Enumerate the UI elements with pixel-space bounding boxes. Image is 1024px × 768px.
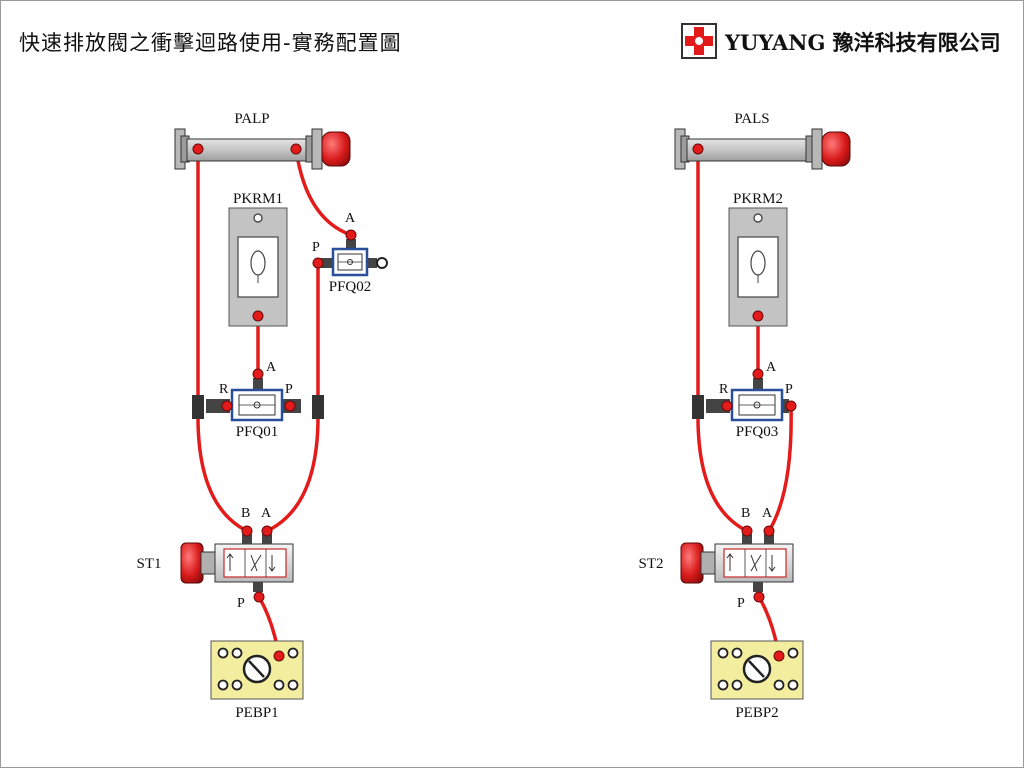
label-valve-pfq02: PFQ02 xyxy=(329,279,372,295)
regulator-plate-pebp2 xyxy=(710,640,804,700)
port-label-a: A xyxy=(261,506,272,521)
hand-valve-st2 xyxy=(680,534,794,592)
label-cylinder-pals: PALS xyxy=(734,111,769,127)
port-label-a: A xyxy=(345,211,356,226)
tube-left-tee-to-a xyxy=(265,411,320,533)
quick-exhaust-valve-pfq01 xyxy=(206,378,301,422)
port-label-a: A xyxy=(766,360,777,375)
left-circuit: PALP PKRM1 PFQ01 PFQ02 ST1 PEBP1 A R P B… xyxy=(136,111,388,721)
brand-name: YUYANG 豫洋科技有限公司 xyxy=(725,30,1001,55)
tube-right-tee-to-b xyxy=(696,411,749,533)
cylinder-pals xyxy=(674,128,851,170)
sensor-mount-pkrm1 xyxy=(228,207,288,327)
tee-fitting-right xyxy=(692,395,704,419)
port-label-r: R xyxy=(219,382,229,397)
port-label-a: A xyxy=(762,506,773,521)
port-label-a: A xyxy=(266,360,277,375)
tube-ports-left xyxy=(192,143,357,662)
port-label-b: B xyxy=(741,506,750,521)
label-cylinder-palp: PALP xyxy=(234,111,269,127)
cylinder-palp xyxy=(174,128,351,170)
port-label-r: R xyxy=(719,382,729,397)
page-title: 快速排放閥之衝擊迴路使用-實務配置圖 xyxy=(19,31,402,55)
port-label-b: B xyxy=(241,506,250,521)
label-regulator-pebp1: PEBP1 xyxy=(235,705,278,721)
port-label-p: P xyxy=(737,596,745,611)
label-hand-valve-st2: ST2 xyxy=(638,556,663,572)
tube-ports-right xyxy=(692,143,797,662)
tube-left-cylinder-to-aux-a xyxy=(294,147,353,237)
tee-fittings-left xyxy=(192,395,324,419)
right-circuit: PALS PKRM2 PFQ03 ST2 PEBP2 A R P B A P xyxy=(638,111,851,721)
sensor-mount-pkrm2 xyxy=(728,207,788,327)
port-label-p: P xyxy=(285,382,293,397)
hand-valve-st1 xyxy=(180,534,294,592)
label-sensor-pkrm2: PKRM2 xyxy=(733,191,783,207)
label-sensor-pkrm1: PKRM1 xyxy=(233,191,283,207)
label-hand-valve-st1: ST1 xyxy=(136,556,161,572)
red-cross-logo-icon xyxy=(681,23,717,59)
quick-exhaust-valve-pfq02 xyxy=(321,239,388,277)
tube-left-tee-to-b xyxy=(196,411,249,533)
label-regulator-pebp2: PEBP2 xyxy=(735,705,778,721)
regulator-plate-pebp1 xyxy=(210,640,304,700)
port-label-p: P xyxy=(785,382,793,397)
label-valve-pfq03: PFQ03 xyxy=(736,424,779,440)
quick-exhaust-valve-pfq03 xyxy=(706,378,789,422)
port-label-p: P xyxy=(312,240,320,255)
label-valve-pfq01: PFQ01 xyxy=(236,424,279,440)
tube-right-p-to-a xyxy=(767,404,793,533)
port-label-p: P xyxy=(237,596,245,611)
